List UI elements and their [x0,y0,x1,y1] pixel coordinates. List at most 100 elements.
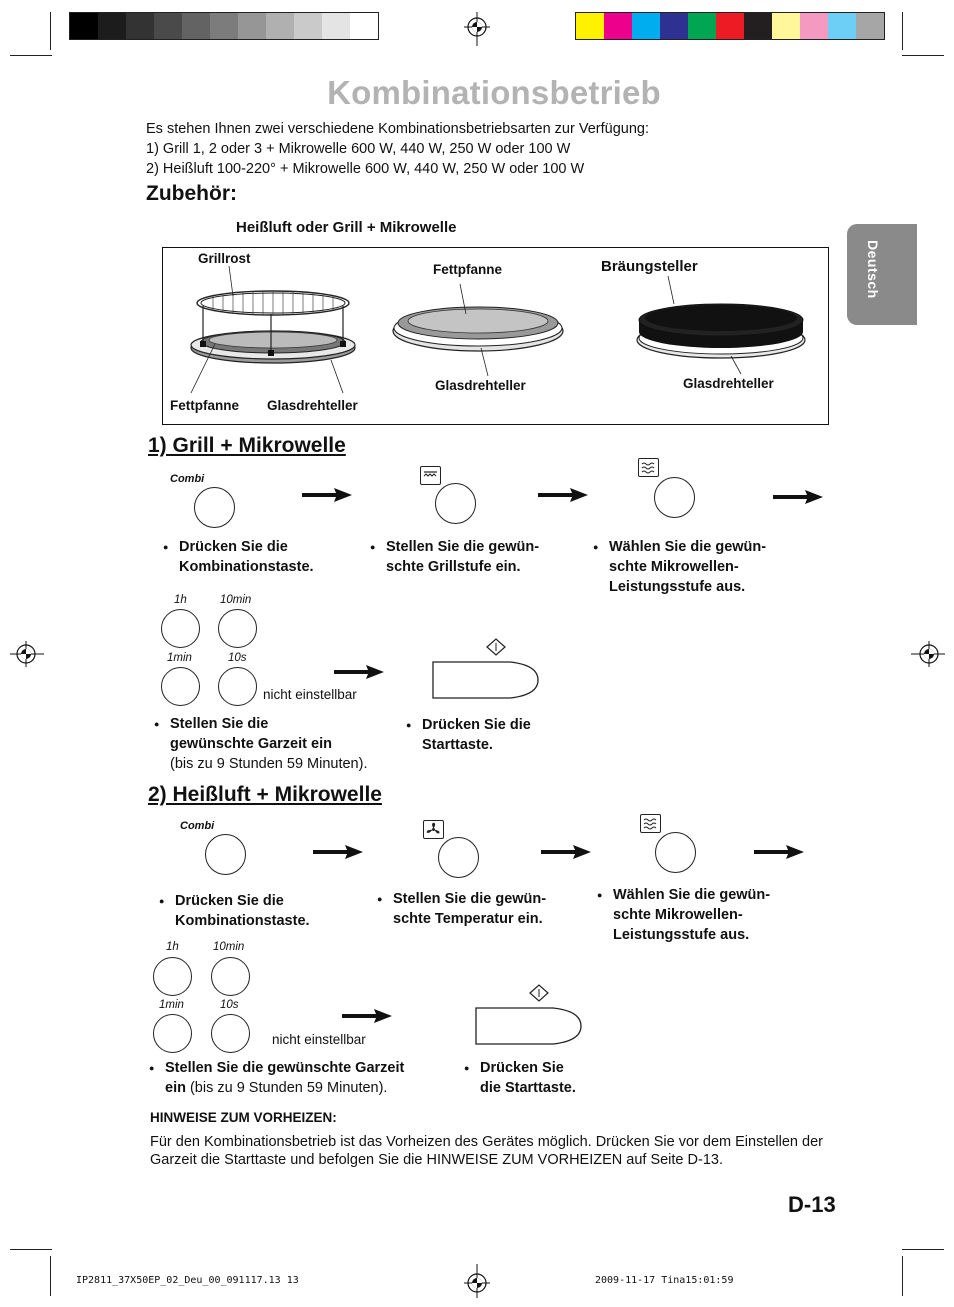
calibration-swatch [660,13,688,39]
convection-button[interactable] [438,837,479,878]
arrow-right-icon [538,488,588,502]
time-label-10s: 10s [220,999,239,1011]
preheat-notes-heading: HINWEISE ZUM VORHEIZEN: [150,1110,337,1125]
crop-mark [50,1256,51,1296]
footer-file-info: IP2811_37X50EP_02_Deu_00_091117.13 13 [76,1275,299,1286]
registration-mark-icon [10,641,44,667]
microwave-button[interactable] [655,832,696,873]
language-tab-label: Deutsch [865,240,881,299]
calibration-swatch [688,13,716,39]
crop-mark [902,12,903,50]
crop-mark [902,1256,903,1296]
intro-text: Es stehen Ihnen zwei verschiedene Kombin… [146,121,649,137]
calibration-swatch [182,13,210,39]
crop-mark [50,12,51,50]
arrow-right-icon [541,845,591,859]
registration-mark-icon [464,1264,490,1298]
time-label-1min: 1min [167,652,192,664]
calibration-swatch [154,13,182,39]
grayscale-calibration-bar [69,12,379,40]
time-label-10min: 10min [220,594,252,606]
crop-mark [10,1249,52,1250]
calibration-swatch [98,13,126,39]
color-calibration-bar [575,12,885,40]
time-label-1min: 1min [159,999,184,1011]
calibration-swatch [800,13,828,39]
intro-option-2: 2) Heißluft 100-220° + Mikrowelle 600 W,… [146,161,585,177]
label-fettpfanne-bottom: Fettpfanne [170,398,239,413]
time-button-10min[interactable] [218,609,257,648]
calibration-swatch [266,13,294,39]
microwave-button[interactable] [654,477,695,518]
arrow-right-icon [773,490,823,504]
time-button-1h[interactable] [161,609,200,648]
label-grillrost: Grillrost [198,251,251,266]
footer-timestamp: 2009-11-17 Tina15:01:59 [595,1275,734,1286]
combi-button[interactable] [194,487,235,528]
accessories-box [162,247,829,425]
section-1-heading: 1) Grill + Mikrowelle [148,434,346,457]
calibration-swatch [716,13,744,39]
start-button[interactable] [473,983,585,1047]
time-button-1min[interactable] [161,667,200,706]
page-number: D-13 [788,1192,836,1217]
crop-mark [10,55,52,56]
calibration-swatch [604,13,632,39]
calibration-swatch [210,13,238,39]
time-button-1h[interactable] [153,957,192,996]
label-glasdrehteller-left: Glasdrehteller [267,398,358,413]
calibration-swatch [772,13,800,39]
time-button-10s [211,1014,250,1053]
calibration-swatch [632,13,660,39]
microwave-icon [638,458,659,477]
intro-option-1: 1) Grill 1, 2 oder 3 + Mikrowelle 600 W,… [146,141,571,157]
language-tab: Deutsch [847,224,917,325]
not-settable-label: nicht einstellbar [272,1032,366,1047]
accessories-subheading: Heißluft oder Grill + Mikrowelle [236,219,457,236]
time-button-1min[interactable] [153,1014,192,1053]
crop-mark [902,1249,944,1250]
calibration-swatch [294,13,322,39]
calibration-swatch [350,13,378,39]
start-button[interactable] [430,637,542,701]
page-title: Kombinationsbetrieb [327,74,661,111]
convection-fan-icon [423,820,444,839]
arrow-right-icon [334,665,384,679]
accessories-heading: Zubehör: [146,182,237,205]
not-settable-label: nicht einstellbar [263,687,357,702]
step-1-3-text: Wählen Sie die gewün-schte Mikrowellen-L… [593,537,766,597]
calibration-swatch [576,13,604,39]
calibration-swatch [322,13,350,39]
accessories-illustration [190,265,806,394]
calibration-swatch [744,13,772,39]
combi-label: Combi [170,473,205,485]
grill-button[interactable] [435,483,476,524]
combi-label: Combi [180,820,215,832]
label-fettpfanne-top: Fettpfanne [433,262,502,277]
microwave-icon [640,814,661,833]
crop-mark [902,55,944,56]
label-glasdrehteller-right: Glasdrehteller [683,376,774,391]
arrow-right-icon [313,845,363,859]
section-2-heading: 2) Heißluft + Mikrowelle [148,783,382,806]
registration-mark-icon [464,12,490,46]
step-2-2-text: Stellen Sie die gewün-schte Temperatur e… [377,889,546,929]
combi-button[interactable] [205,834,246,875]
calibration-swatch [238,13,266,39]
time-label-10min: 10min [213,941,245,953]
arrow-right-icon [754,845,804,859]
step-2-3-text: Wählen Sie die gewün-schte Mikrowellen-L… [597,885,770,945]
step-1-2-text: Stellen Sie die gewün-schte Grillstufe e… [370,537,539,577]
label-glasdrehteller-middle: Glasdrehteller [435,378,526,393]
calibration-swatch [70,13,98,39]
calibration-swatch [856,13,884,39]
time-label-10s: 10s [228,652,247,664]
time-button-10min[interactable] [211,957,250,996]
calibration-swatch [828,13,856,39]
